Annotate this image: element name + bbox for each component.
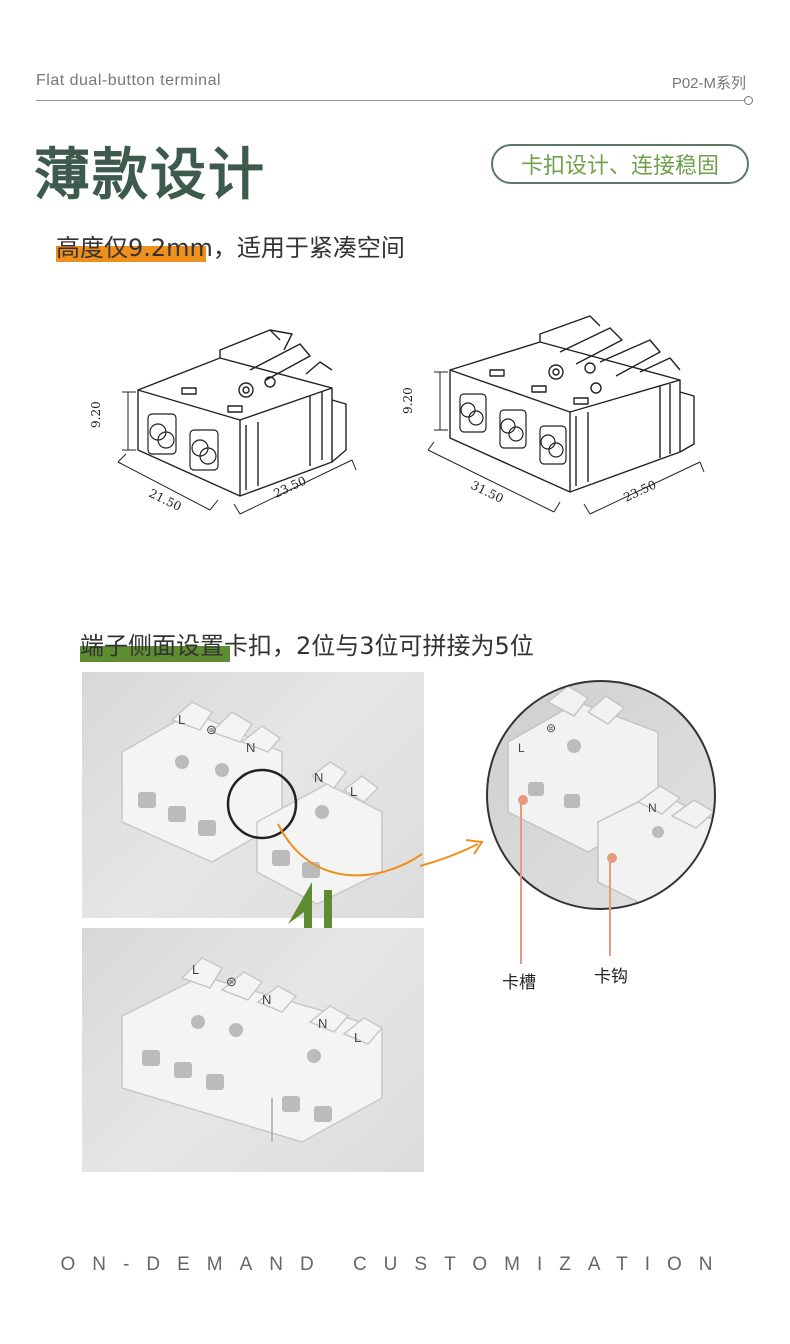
dim-left-height: 9.20 [89,401,103,428]
slot-label: 卡槽 [502,973,536,993]
section2-subtitle-wrap: 端子侧面设置卡扣，2位与3位可拼接为5位 [80,626,534,662]
section1-accent-bar [56,246,206,262]
zoom-arrow-inner [277,823,423,877]
hook-callout-line [609,856,611,956]
header-divider [36,100,746,101]
header-divider-dot [744,96,753,105]
marking-n-3: N [262,992,271,1007]
marking-l-4: L [354,1030,361,1045]
marking-n-1: N [246,740,255,755]
section2-accent-bar [80,646,230,662]
marking-l-2: L [350,784,357,799]
dim-right-height: 9.20 [401,387,415,414]
zoom-arrow [420,839,484,867]
marking-l-5: L [518,741,525,755]
feature-pill: 卡扣设计、连接稳固 [491,144,749,184]
footer-slogan: ON-DEMAND CUSTOMIZATION [60,1254,730,1275]
page-title: 薄款设计 [34,143,266,208]
dim-right-depth: 23.50 [621,478,658,505]
product-name-en: Flat dual-button terminal [36,72,222,89]
photo-joined-connectors: L ⊜ N N L [82,928,424,1172]
slot-callout-line [520,798,522,964]
series-label: P02-M系列 [671,75,746,92]
section2-subtitle: 端子侧面设置卡扣，2位与3位可拼接为5位 [80,632,534,660]
connector-3pos-drawing [449,315,695,493]
marking-e-2: ⊜ [226,974,237,989]
dim-left-width: 21.50 [147,486,184,514]
zoom-detail-view: L ⊜ N [486,680,716,910]
hook-label: 卡钩 [594,967,628,987]
dimension-diagram: 9.20 21.50 23.50 9.20 31.50 23.50 [89,315,705,515]
dim-right-width: 31.50 [469,478,506,506]
marking-n-4: N [318,1016,327,1031]
zoom-circle [226,768,298,840]
marking-n-5: N [648,801,657,815]
photo-separated-connectors: L ⊜ N N L [82,672,424,918]
section1-subtitle: 高度仅9.2mm，适用于紧凑空间 [56,234,405,262]
marking-l-1: L [178,712,185,727]
marking-n-2: N [314,770,323,785]
marking-e-3: ⊜ [546,721,556,735]
marking-l-3: L [192,962,199,977]
section1-subtitle-wrap: 高度仅9.2mm，适用于紧凑空间 [56,228,405,263]
marking-e-1: ⊜ [206,722,217,737]
connector-2pos-drawing [137,329,347,497]
